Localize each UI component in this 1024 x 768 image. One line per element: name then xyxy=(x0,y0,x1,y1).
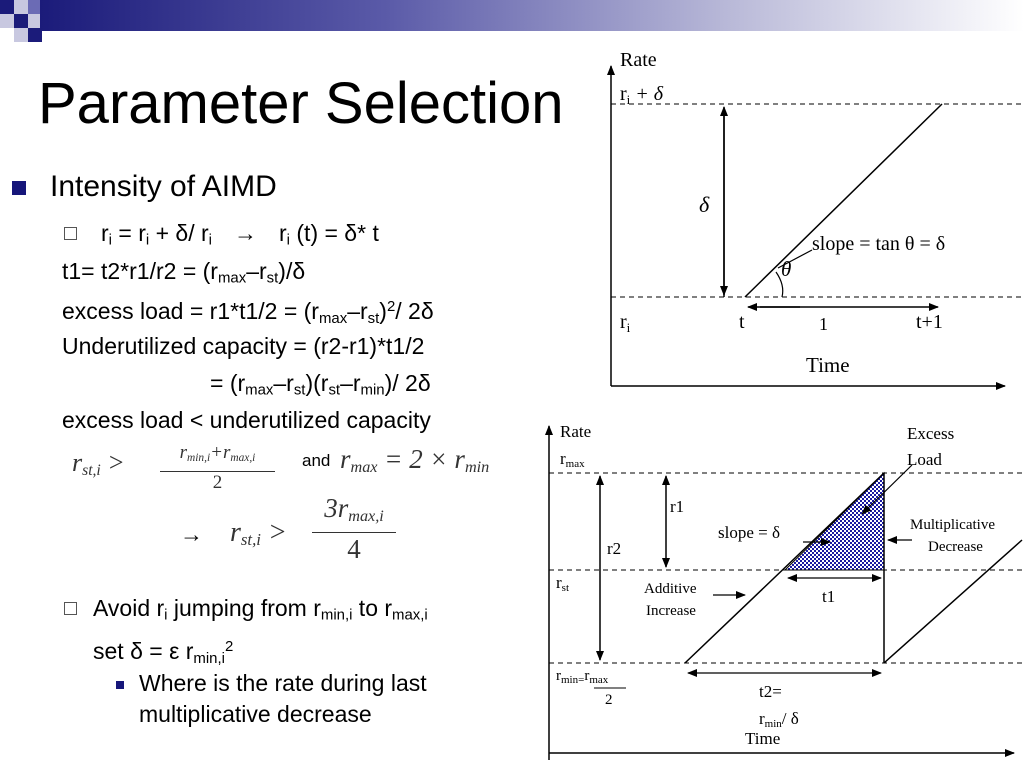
line-comparison: excess load < underutilized capacity xyxy=(62,407,431,433)
top-y-label-ri: ri xyxy=(620,311,631,335)
bottom-t2-2: rmin/ δ xyxy=(759,709,799,730)
bottom-r1: r1 xyxy=(670,497,684,516)
line-set-delta: set δ = ε rmin,i2 xyxy=(93,638,234,667)
formula-and: and xyxy=(302,451,331,470)
bottom-rmin-den: 2 xyxy=(605,692,613,708)
corner-decoration xyxy=(0,0,42,42)
bullet-where-2: multiplicative decrease xyxy=(139,701,372,727)
top-slope-label: slope = tan θ = δ xyxy=(812,233,945,255)
bottom-ylabel: Rate xyxy=(560,422,591,441)
increase-line xyxy=(684,472,885,664)
bottom-xlabel: Time xyxy=(745,729,780,748)
bottom-rmax: rmax xyxy=(560,449,585,470)
bottom-excess-1: Excess xyxy=(907,424,954,443)
title-gradient-band xyxy=(40,0,1024,31)
slope-pointer xyxy=(777,249,813,269)
next-increase-line xyxy=(883,539,1023,664)
bottom-t1: t1 xyxy=(822,587,835,606)
slope-line xyxy=(744,103,943,298)
sub-bullet-marker xyxy=(64,227,77,240)
bottom-additive-1: Additive xyxy=(644,581,697,597)
bottom-slope: slope = δ xyxy=(718,523,780,542)
bottom-excess-2: Load xyxy=(907,450,942,469)
formula-rst-result: rst,i > xyxy=(230,517,287,550)
formula-rmax-eq: rmax = 2 × rmin xyxy=(340,444,490,477)
bottom-multi-1: Multiplicative xyxy=(910,517,995,533)
top-delta-label: δ xyxy=(699,192,710,217)
formula-fraction-2: 3rmax,i 4 xyxy=(312,492,396,565)
theta-arc xyxy=(775,271,784,298)
diagram-additive-increase: Rate ri + δ δ slope = tan θ = δ θ ri t 1… xyxy=(607,49,1022,390)
bullet-marker xyxy=(12,181,26,195)
top-theta-label: θ xyxy=(781,257,791,281)
bottom-rst: rst xyxy=(556,573,569,594)
line-excess-load: excess load = r1*t1/2 = (rmax–rst)2/ 2δ xyxy=(62,298,434,327)
top-tick-t1: t+1 xyxy=(916,311,943,333)
line-underutilized-eq: = (rmax–rst)(rst–rmin)/ 2δ xyxy=(210,370,431,399)
bullet-avoid: Avoid ri jumping from rmin,i to rmax,i xyxy=(93,595,428,624)
diagram-aimd-cycle: Rate rmax r1 r2 rst slope = δ Additive I… xyxy=(545,422,1023,760)
bottom-t2-1: t2= xyxy=(759,682,782,701)
top-ylabel: Rate xyxy=(620,49,657,71)
bullet-intensity: Intensity of AIMD xyxy=(50,170,277,203)
bottom-multi-2: Decrease xyxy=(928,539,983,555)
bottom-rmin: rmin=rmax xyxy=(556,668,609,686)
formula-rst-greater: rst,i > xyxy=(72,448,125,479)
top-y-label-ri-delta: ri + δ xyxy=(620,83,664,107)
slide-title: Parameter Selection xyxy=(38,71,564,136)
line-underutilized: Underutilized capacity = (r2-r1)*t1/2 xyxy=(62,333,425,359)
top-tick-one: 1 xyxy=(819,314,828,334)
bullet-where-1: Where is the rate during last xyxy=(139,670,427,696)
sub-bullet-marker-2 xyxy=(64,602,77,615)
top-tick-t: t xyxy=(739,311,745,333)
bottom-additive-2: Increase xyxy=(646,603,696,619)
bottom-r2: r2 xyxy=(607,539,621,558)
formula-arrow: → xyxy=(180,521,203,547)
top-xlabel: Time xyxy=(806,353,850,377)
line-t1: t1= t2*r1/r2 = (rmax–rst)/δ xyxy=(62,258,306,287)
equation-ri: ri = ri + δ/ ri→ri (t) = δ* t xyxy=(101,220,379,249)
excess-pointer xyxy=(861,464,913,515)
sub-sub-bullet-marker xyxy=(116,681,124,689)
formula-fraction-1: rmin,i+rmax,i 2 xyxy=(160,442,275,494)
